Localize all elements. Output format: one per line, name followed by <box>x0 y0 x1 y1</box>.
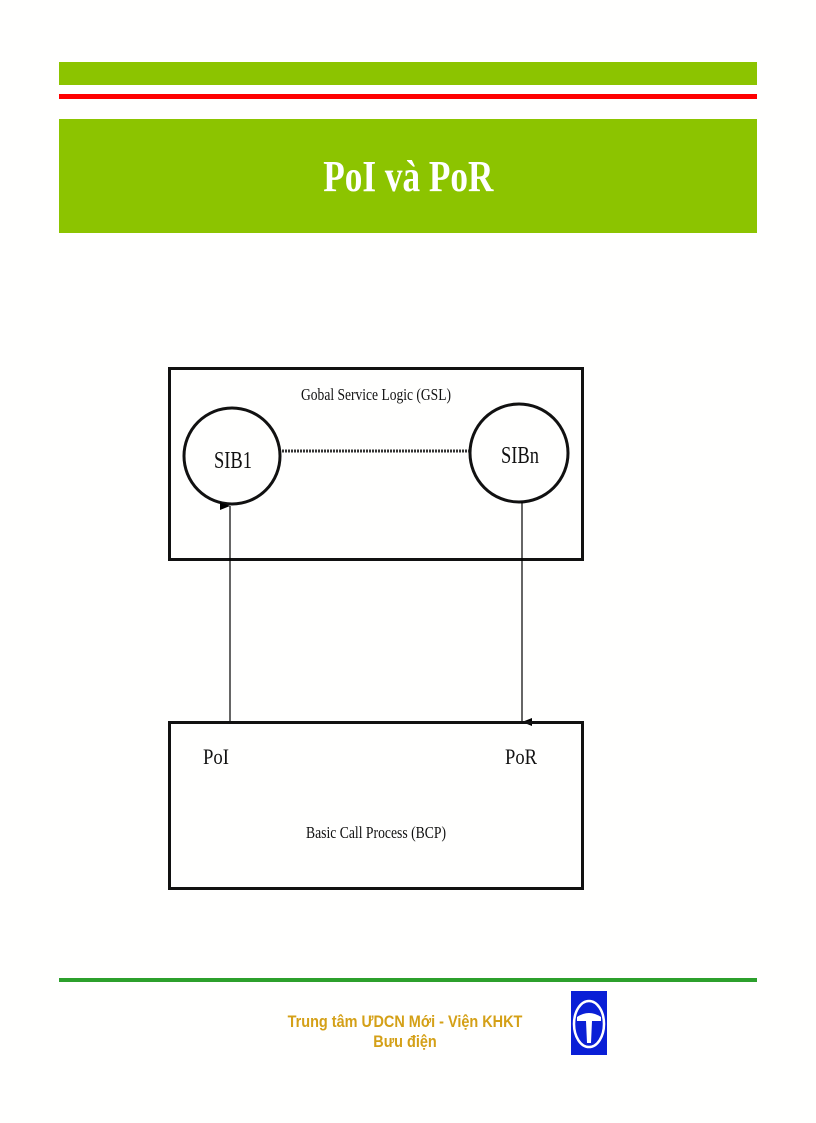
poi-label: PoI <box>203 744 229 769</box>
footer-text: Trung tâm ƯDCN Mới - Viện KHKT Bưu điện <box>287 1012 523 1051</box>
page-title: PoI và PoR <box>322 151 494 201</box>
sib1-node <box>182 406 282 506</box>
por-label: PoR <box>505 744 537 769</box>
red-divider <box>59 94 757 99</box>
gsl-label: Gobal Service Logic (GSL) <box>301 385 451 404</box>
bcp-label: Basic Call Process (BCP) <box>306 823 446 842</box>
top-green-band <box>59 62 757 85</box>
sib1-label: SIB1 <box>214 448 252 474</box>
gsl-box <box>168 367 584 561</box>
sibn-node <box>468 402 570 504</box>
footer-divider <box>59 978 757 982</box>
institute-logo-icon <box>571 991 607 1055</box>
bcp-box <box>168 721 584 890</box>
title-band: PoI và PoR <box>59 119 757 233</box>
sibn-label: SIBn <box>501 443 539 469</box>
